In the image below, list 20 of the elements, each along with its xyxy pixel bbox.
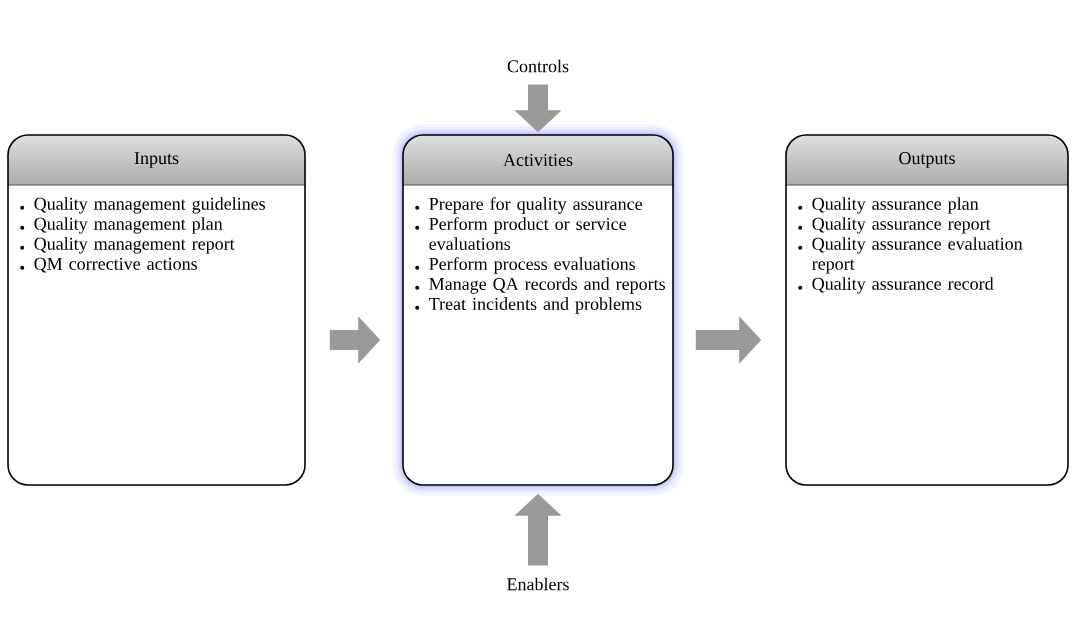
process-box xyxy=(7,134,306,486)
bullet-item: QM corrective actions xyxy=(20,257,197,273)
bullet-item: Quality assurance evaluation report xyxy=(798,237,1023,274)
bullet-item: Quality assurance record xyxy=(798,277,994,294)
box-heading: Inputs xyxy=(134,152,179,168)
bullet-item: Perform product or service evaluations xyxy=(415,217,626,251)
bullet-item: Prepare for quality assurance xyxy=(415,197,642,214)
bullet-item: Quality management plan xyxy=(20,217,223,234)
bullet-item: Quality management guidelines xyxy=(20,197,265,214)
box-heading: Outputs xyxy=(899,152,955,168)
bullet-item: Quality assurance plan xyxy=(798,197,979,214)
bullet-item: Quality management report xyxy=(20,237,235,254)
label-text: Controls xyxy=(507,59,569,73)
bullet-item: Treat incidents and problems xyxy=(415,297,642,314)
bullet-item: Perform process evaluations xyxy=(415,257,635,274)
label-text: Enablers xyxy=(507,577,569,591)
box-heading: Activities xyxy=(503,153,573,167)
process-box xyxy=(785,134,1069,486)
bullet-item: Quality assurance report xyxy=(798,217,991,234)
bullet-item: Manage QA records and reports xyxy=(415,277,665,294)
